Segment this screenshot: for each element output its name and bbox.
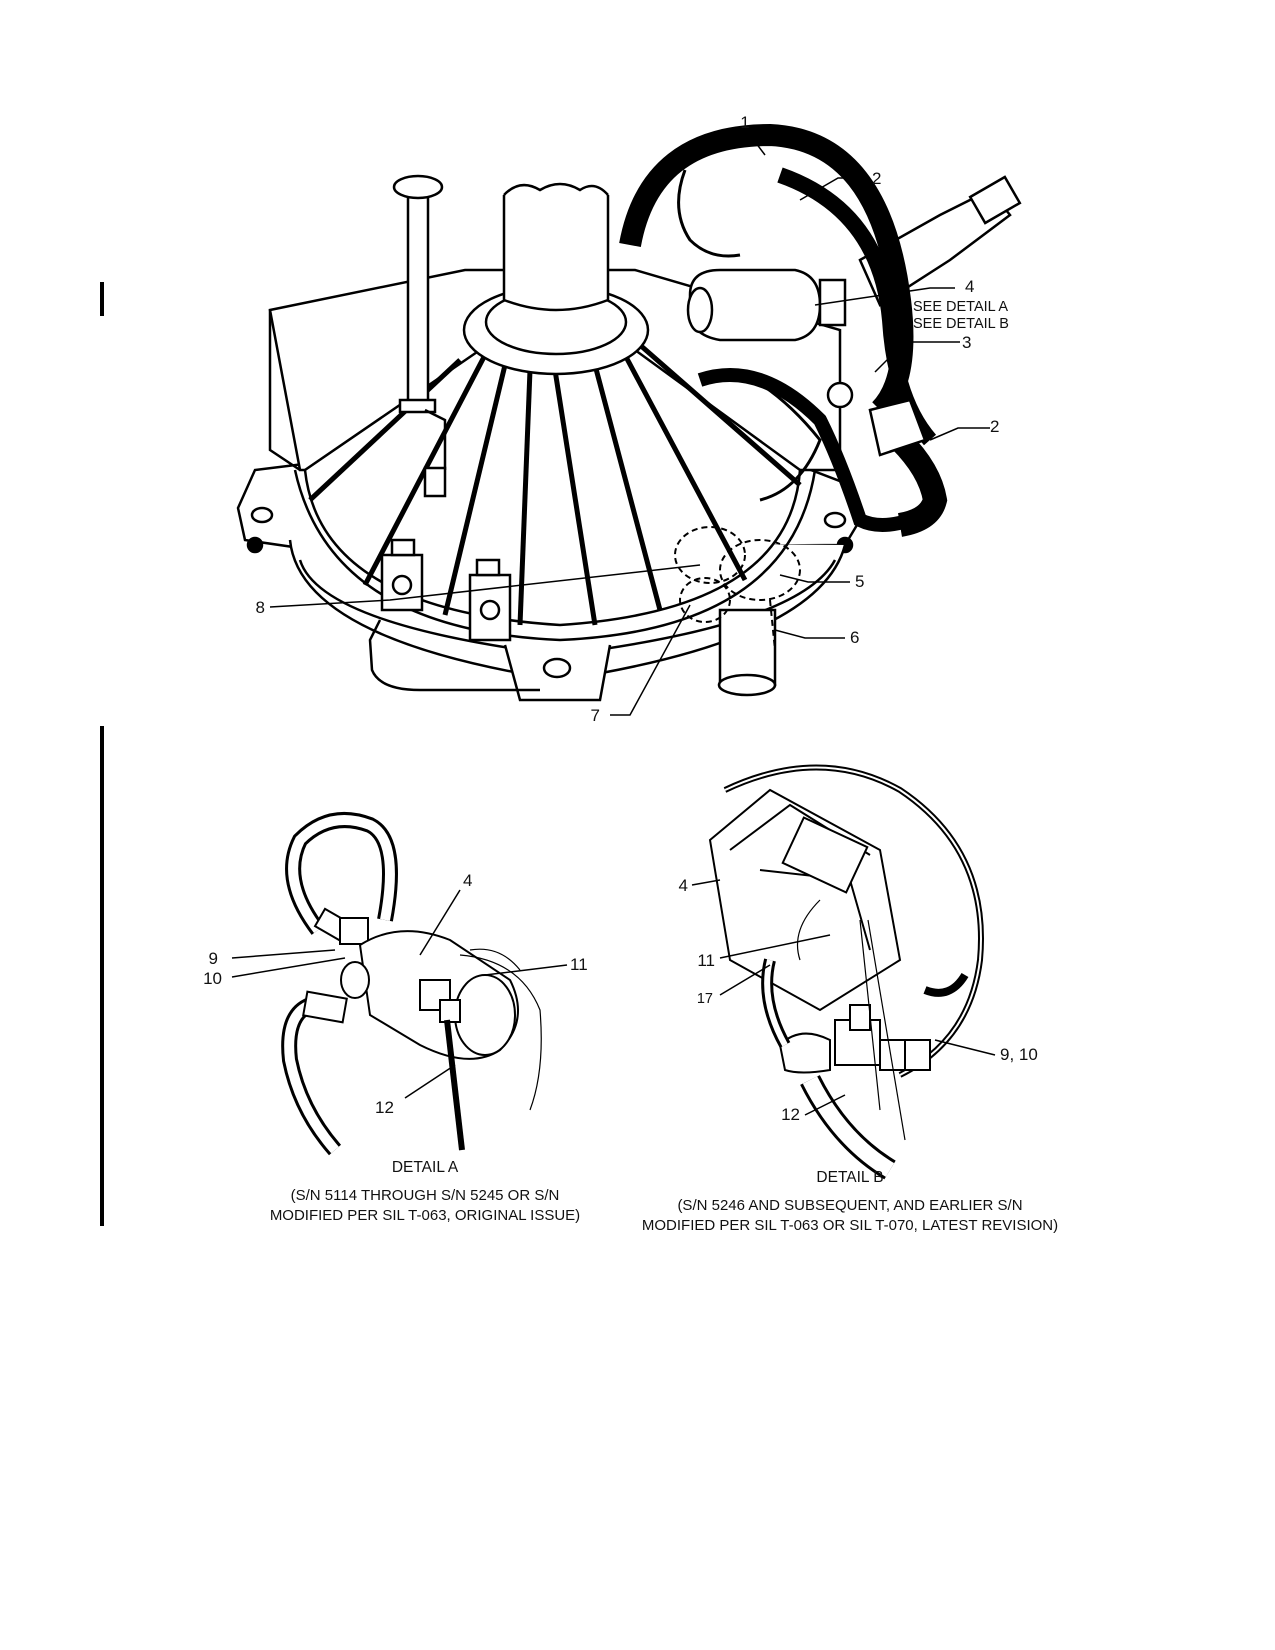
detail-a-drawing bbox=[281, 812, 542, 1156]
detail-a-callout-4: 4 bbox=[463, 871, 472, 890]
detail-b-callout-11: 11 bbox=[697, 951, 715, 970]
detail-a-callout-11: 11 bbox=[570, 955, 588, 974]
main-leader-lines bbox=[269, 134, 990, 716]
callout-1: 1 bbox=[740, 113, 749, 132]
detail-a-caption-block: DETAIL A (S/N 5114 THROUGH S/N 5245 OR S… bbox=[235, 1158, 615, 1226]
detail-b-leader-lines bbox=[691, 879, 996, 1116]
see-detail-a: SEE DETAIL A bbox=[913, 299, 1008, 315]
detail-b-callout-12: 12 bbox=[781, 1105, 800, 1124]
detail-a-leader-lines bbox=[231, 889, 568, 1099]
callout-5: 5 bbox=[855, 572, 864, 591]
callout-2-lower: 2 bbox=[990, 417, 999, 436]
detail-b-title: DETAIL B bbox=[816, 1169, 884, 1186]
callout-6: 6 bbox=[850, 628, 859, 647]
main-assembly-drawing bbox=[236, 123, 1022, 702]
detail-b-caption: (S/N 5246 AND SUBSEQUENT, AND EARLIER S/… bbox=[641, 1197, 1059, 1234]
callout-2-upper: 2 bbox=[872, 169, 881, 188]
callout-3: 3 bbox=[962, 333, 971, 352]
change-bar-top bbox=[100, 282, 104, 316]
detail-a-caption: (S/N 5114 THROUGH S/N 5245 OR S/N MODIFI… bbox=[269, 1187, 581, 1224]
callout-7: 7 bbox=[591, 706, 600, 725]
change-bar-bottom bbox=[100, 726, 104, 1226]
detail-b-caption-block: DETAIL B (S/N 5246 AND SUBSEQUENT, AND E… bbox=[620, 1168, 1080, 1236]
detail-b-callout-9-10: 9, 10 bbox=[1000, 1045, 1038, 1064]
detail-b-callout-4: 4 bbox=[679, 876, 688, 895]
detail-b-callout-17: 17 bbox=[697, 991, 713, 1007]
callout-4: 4 bbox=[965, 277, 974, 296]
detail-b-drawing bbox=[708, 764, 984, 1180]
detail-a-callout-10: 10 bbox=[203, 969, 222, 988]
detail-a-title: DETAIL A bbox=[391, 1159, 459, 1176]
callout-8: 8 bbox=[256, 598, 265, 617]
detail-a-callout-12: 12 bbox=[375, 1098, 394, 1117]
detail-a-callout-9: 9 bbox=[209, 949, 218, 968]
see-detail-b: SEE DETAIL B bbox=[913, 316, 1009, 332]
